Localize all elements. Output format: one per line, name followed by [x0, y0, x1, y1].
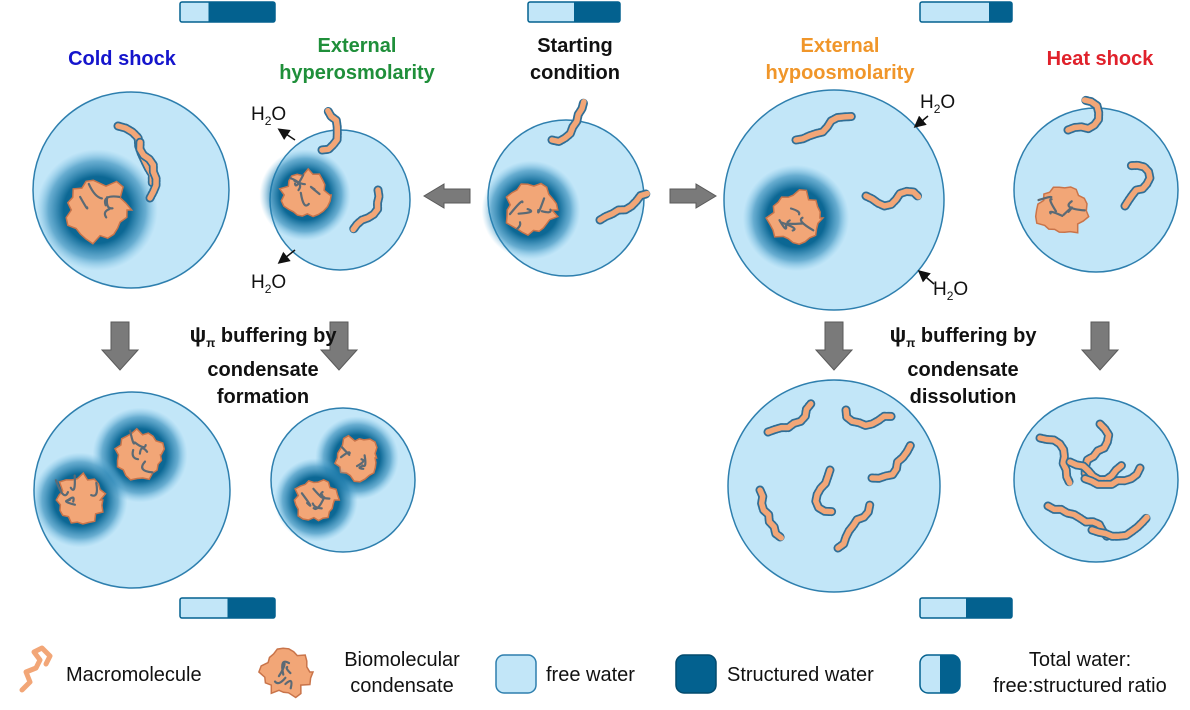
condensate-hyper-top — [259, 149, 351, 241]
title-hypoosmolarity: External hypoosmolarity — [740, 33, 940, 87]
cell-starting — [481, 97, 652, 277]
h2o-label-hypo-bottom: H2O — [933, 279, 969, 303]
legend-total-water-line1: Total water: — [1028, 649, 1132, 671]
condensate-cold-top — [36, 149, 158, 271]
title-hyperosmolarity: External hyperosmolarity — [262, 33, 452, 87]
arrow-heat-down — [1080, 321, 1120, 371]
macromolecule-heat-b1 — [1035, 433, 1075, 488]
macromolecule-heat-b5 — [1043, 501, 1112, 541]
ratio-bar-hypo-top — [919, 1, 1013, 23]
macromolecule-hypo-b4 — [867, 441, 915, 483]
condensate-hypo-top — [742, 164, 850, 272]
buffering-dissolution-line1: ψπ buffering by — [889, 322, 1037, 350]
macromolecule-heat-2 — [1120, 160, 1155, 211]
cell-hyper-top — [259, 106, 411, 271]
macromolecule-hyper-2 — [348, 185, 384, 234]
legend-total-water-line2: free:structured ratio — [993, 675, 1167, 697]
macromolecule-start-2 — [595, 189, 652, 225]
macromolecule-hypo-b6 — [833, 500, 875, 553]
cell-hyper-bottom — [270, 407, 416, 553]
legend-total-water-icon — [919, 654, 961, 694]
buffering-formation-line2: condensate — [207, 359, 319, 381]
cell-hypo-top — [723, 89, 945, 311]
macromolecule-heat-b3 — [1065, 457, 1126, 485]
buffering-dissolution-label: ψπ buffering by condensate dissolution — [850, 321, 1076, 411]
macromolecule-heat-b6 — [1087, 512, 1152, 541]
arrow-hyper-down — [319, 321, 359, 371]
legend-structured-water-icon — [675, 654, 717, 694]
macromolecule-hypo-b5 — [755, 485, 786, 543]
ratio-bar-start-top — [527, 1, 621, 23]
legend-condensate-label: Biomolecular condensate — [330, 647, 474, 699]
ratio-bars — [179, 1, 1013, 619]
cells — [32, 89, 1179, 593]
condensate-heat-top — [1034, 186, 1090, 234]
condensate-hyper-bottom-2 — [274, 458, 358, 542]
condensate-cold-bottom-2 — [32, 452, 128, 548]
water-out-arrow-bottom — [277, 249, 296, 264]
ratio-bar-hypo-bottom — [919, 597, 1013, 619]
title-starting-line1: Starting — [537, 35, 613, 57]
legend-macromolecule-icon — [19, 645, 53, 693]
legend-icons — [19, 645, 961, 699]
legend-total-water-label: Total water: free:structured ratio — [974, 647, 1186, 699]
macromolecule-cold-2 — [135, 137, 161, 203]
buffering-dissolution-line2: condensate — [907, 359, 1019, 381]
cell-cold-shock-top — [32, 91, 230, 289]
legend-condensate-line2: condensate — [350, 675, 454, 697]
water-out-arrow-top — [277, 128, 296, 141]
legend-condensate-icon — [258, 647, 315, 699]
water-in-arrow-bottom — [917, 270, 935, 285]
title-hyperosmolarity-line1: External — [317, 35, 397, 57]
h2o-label-hypo-top: H2O — [920, 92, 956, 116]
buffering-dissolution-line3: dissolution — [909, 386, 1017, 408]
arrow-cold-down — [100, 321, 140, 371]
h2o-label-hyper-top: H2O — [251, 104, 287, 128]
macromolecule-hypo-b3 — [811, 465, 837, 517]
title-cold-shock: Cold shock — [68, 48, 176, 70]
macromolecule-start-1 — [547, 97, 589, 146]
title-heat-shock: Heat shock — [1046, 48, 1154, 70]
legend-condensate-line1: Biomolecular — [344, 649, 460, 671]
h2o-label-hyper-bottom: H2O — [251, 272, 287, 296]
macromolecule-hyper-1 — [317, 106, 342, 155]
legend-free-water-icon — [495, 654, 537, 694]
buffering-formation-line3: formation — [216, 386, 310, 408]
macromolecule-hypo-b2 — [841, 405, 896, 430]
buffering-formation-line1: ψπ buffering by — [189, 322, 337, 350]
legend-macromolecule-label: Macromolecule — [66, 664, 202, 686]
macromolecule-hypo-b1 — [763, 399, 816, 437]
arrow-to-hyperosmolarity — [423, 183, 471, 209]
title-starting-condition: Starting condition — [500, 33, 650, 87]
condensate-starting — [481, 160, 581, 260]
title-hyperosmolarity-line2: hyperosmolarity — [279, 62, 435, 84]
cell-hypo-bottom — [727, 379, 941, 593]
title-hypoosmolarity-line2: hypoosmolarity — [765, 62, 915, 84]
title-starting-line2: condition — [530, 62, 620, 84]
cell-heat-top — [1013, 95, 1179, 273]
buffering-formation-label: ψπ buffering by condensate formation — [150, 321, 376, 411]
arrows — [100, 115, 1120, 371]
ratio-bar-cold-bottom — [179, 597, 276, 619]
macromolecule-heat-b4 — [1080, 463, 1145, 489]
arrow-hypo-down — [814, 321, 854, 371]
ratio-bar-cold-top — [179, 1, 276, 23]
cell-heat-bottom — [1013, 397, 1179, 563]
macromolecule-hypo-2 — [861, 186, 923, 211]
water-in-arrow-top — [913, 115, 929, 128]
arrow-to-hypoosmolarity — [669, 183, 717, 209]
legend-structured-water-label: Structured water — [727, 664, 874, 686]
title-hypoosmolarity-line1: External — [800, 35, 880, 57]
legend-free-water-label: free water — [546, 664, 635, 686]
cell-cold-shock-bottom — [32, 391, 231, 589]
macromolecule-heat-1 — [1063, 95, 1104, 135]
macromolecule-hypo-1 — [791, 112, 856, 145]
